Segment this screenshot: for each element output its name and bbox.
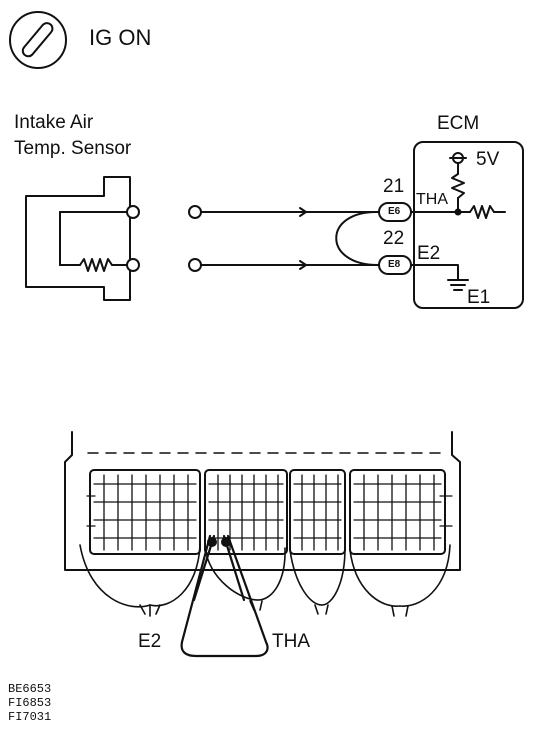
sensor-terminal-1 (126, 205, 140, 219)
pullup-resistor (451, 173, 465, 199)
sensor-terminal-2 (126, 258, 140, 272)
tha-pin-code: E6 (388, 206, 401, 217)
figure-code-1: BE6653 (8, 682, 52, 696)
sensor-title-line1: Intake Air (14, 112, 94, 133)
wire-arrow-1 (299, 207, 307, 217)
wire-harness (79, 544, 451, 617)
connector-housing (64, 431, 461, 571)
probe-label-e2: E2 (138, 631, 162, 652)
ground-symbol (447, 279, 469, 291)
ecm-title: ECM (437, 113, 480, 134)
ecm-box (413, 141, 524, 309)
sensor-resistor (79, 258, 113, 272)
figure-code-2: FI6853 (8, 696, 52, 710)
ig-on-label: IG ON (89, 25, 152, 50)
supply-voltage-label: 5V (476, 149, 500, 170)
e2-terminal-label: E2 (417, 243, 441, 264)
tha-pin-number: 21 (383, 176, 405, 197)
probe-tip-e2 (207, 537, 217, 547)
connector-blocks (89, 469, 446, 555)
ignition-key-icon (9, 11, 67, 69)
harness-terminal-2 (188, 258, 202, 272)
connector-pin-grid (86, 474, 453, 551)
e2-pin-code: E8 (388, 259, 401, 270)
sensor-body (25, 176, 134, 301)
sensor-title-line2: Temp. Sensor (14, 138, 132, 159)
harness-terminal-1 (188, 205, 202, 219)
e2-pin-number: 22 (383, 228, 405, 249)
figure-code-3: FI7031 (8, 710, 52, 724)
tha-terminal-label: THA (416, 191, 448, 208)
ground-label: E1 (467, 287, 491, 308)
jumper-wire (335, 210, 380, 267)
input-resistor (469, 205, 495, 219)
wire-arrow-2 (299, 260, 307, 270)
probe-label-tha: THA (272, 631, 310, 652)
probe-tip-tha (221, 537, 231, 547)
